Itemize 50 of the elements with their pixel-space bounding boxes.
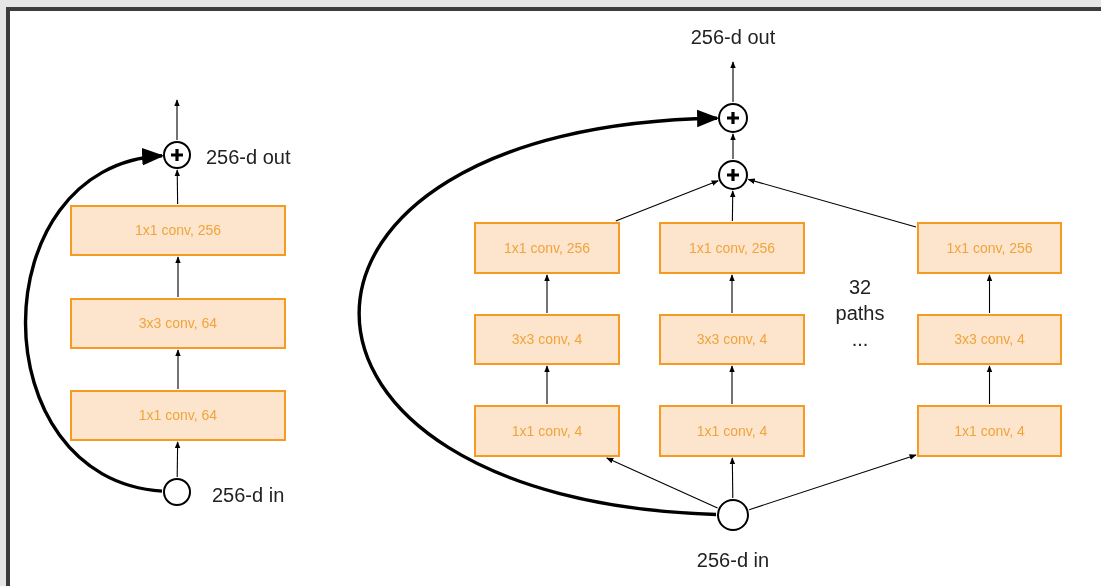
dimension-text: 256-d in: [695, 548, 771, 573]
shortcut-arrow: [358, 111, 720, 517]
layer-label: 3x3 conv, 4: [954, 330, 1025, 349]
conv-layer-box: [659, 405, 805, 457]
conv-layer-box: [474, 222, 620, 274]
conv-layer-box: [917, 405, 1062, 457]
arrow: [175, 256, 181, 298]
conv-layer-box: [917, 314, 1062, 365]
arrow: [615, 180, 719, 222]
conv-layer-box: [70, 205, 286, 256]
dimension-text: 256-d out: [206, 145, 292, 170]
conv-layer-box: [474, 314, 620, 365]
layer-label: 1x1 conv, 256: [134, 221, 222, 240]
arrow: [174, 99, 180, 141]
arrow: [606, 457, 719, 509]
arrow: [544, 274, 550, 314]
layer-label: 1x1 conv, 4: [954, 421, 1025, 441]
arrow: [729, 190, 736, 222]
arrow: [748, 454, 917, 511]
arrow: [986, 274, 993, 314]
arrow: [544, 365, 550, 405]
arrow: [729, 457, 736, 499]
conv-layer-box: [917, 222, 1062, 274]
layer-label: 1x1 conv, 256: [946, 238, 1033, 258]
arrow: [729, 274, 735, 314]
arrow: [730, 133, 736, 160]
arrow: [175, 349, 181, 390]
layer-label: 1x1 conv, 4: [511, 421, 583, 441]
arrow: [730, 61, 736, 103]
conv-layer-box: [659, 314, 805, 365]
layer-label: 1x1 conv, 64: [138, 406, 218, 425]
conv-layer-box: [659, 222, 805, 274]
layer-label: 1x1 conv, 256: [688, 238, 776, 258]
arrow: [174, 441, 181, 478]
layer-label: 1x1 conv, 4: [696, 421, 768, 441]
layer-label: 3x3 conv, 4: [511, 330, 583, 349]
conv-layer-box: [70, 298, 286, 349]
layer-label: 3x3 conv, 4: [696, 330, 768, 349]
layer-label: 3x3 conv, 64: [138, 314, 218, 333]
dimension-text: 256-d out: [689, 25, 777, 50]
conv-layer-box: [474, 405, 620, 457]
arrow: [747, 178, 917, 228]
path-count-note: 32 paths ...: [834, 275, 886, 352]
shortcut-arrow: [24, 151, 165, 493]
arrow: [986, 365, 993, 405]
dimension-text: 256-d in: [212, 483, 286, 508]
arrow: [174, 169, 181, 205]
layer-label: 1x1 conv, 256: [503, 238, 591, 258]
conv-layer-box: [70, 390, 286, 441]
arrow: [729, 365, 735, 405]
